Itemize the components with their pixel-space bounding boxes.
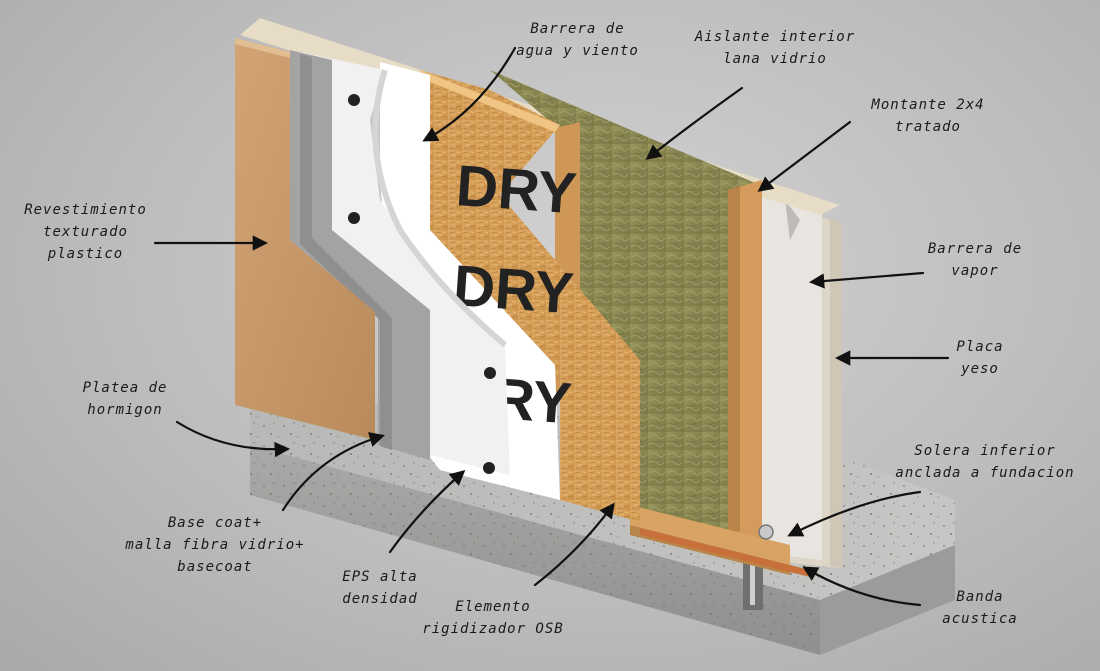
arrow-barrera-vapor	[808, 271, 925, 289]
eps-fastener	[484, 367, 496, 379]
arrow-base-coat	[281, 432, 385, 512]
eps-fastener	[483, 462, 495, 474]
base-coat-mesh	[290, 50, 430, 460]
arrow-barrera-agua	[422, 46, 517, 142]
membrane-print-1: DRY	[454, 153, 579, 226]
arrow-montante	[757, 120, 852, 192]
eps-fastener	[348, 212, 360, 224]
arrow-aislante	[645, 86, 744, 160]
eps-board	[300, 52, 510, 475]
textured-stucco-finish	[235, 38, 375, 440]
label-base-coat: Base coat+malla fibra vidrio+basecoat	[125, 515, 305, 575]
arrow-banda	[802, 566, 922, 607]
arrow-osb	[533, 502, 615, 587]
acoustic-band	[640, 528, 818, 577]
callout-arrows	[153, 46, 950, 607]
vapor-barrier	[755, 185, 822, 560]
arrow-eps	[388, 469, 466, 554]
arrow-solera	[787, 490, 922, 537]
bottom-plate	[630, 505, 790, 565]
arrow-platea	[175, 420, 291, 458]
eps-fastener	[348, 94, 360, 106]
mineral-wool-insulation	[490, 70, 760, 545]
osb-sheathing	[420, 70, 640, 522]
